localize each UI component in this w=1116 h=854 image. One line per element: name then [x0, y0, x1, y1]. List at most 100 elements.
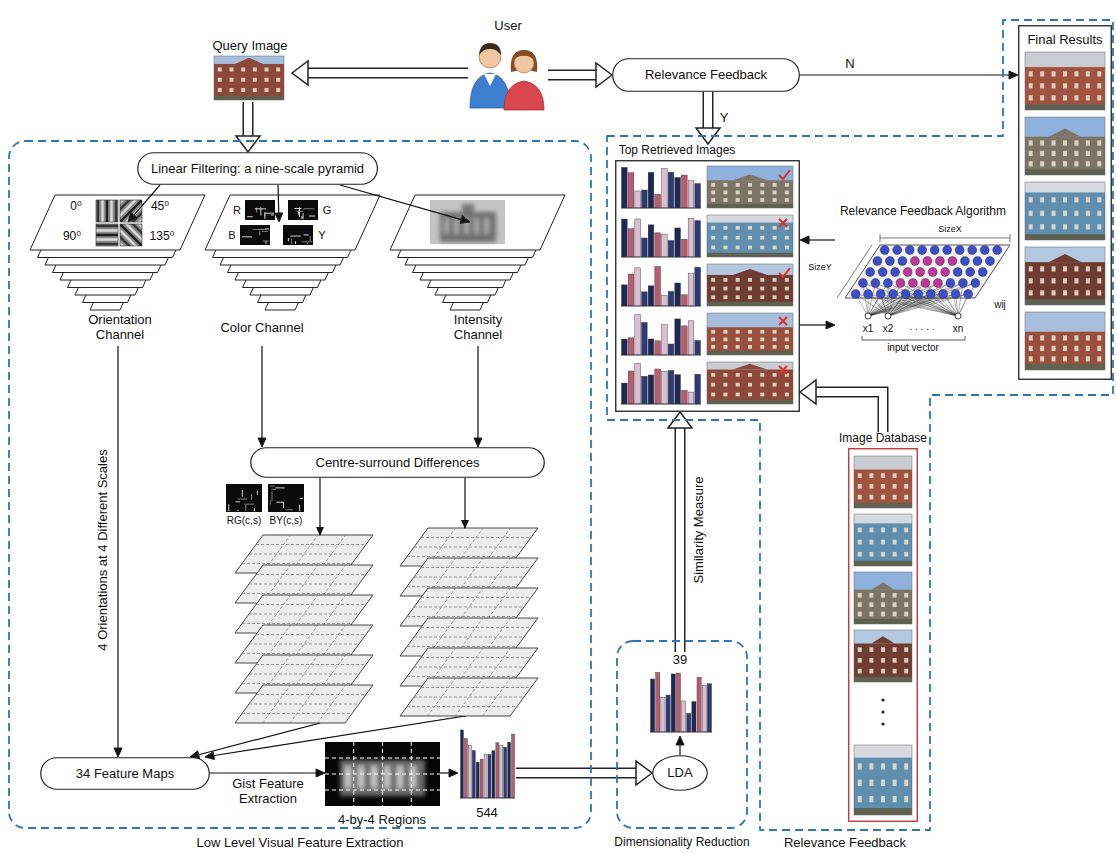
photo-window	[1029, 197, 1033, 202]
photo-window	[869, 658, 873, 663]
photo-window	[1086, 266, 1090, 271]
grid-line	[414, 637, 524, 638]
photo-window	[1040, 224, 1044, 229]
photo-window	[858, 602, 862, 607]
arrow-shaft-inner	[704, 92, 712, 129]
arrow-head	[449, 769, 458, 777]
histogram-bar	[648, 339, 654, 355]
photo-frame	[854, 456, 912, 508]
gabor-stripe	[96, 225, 118, 227]
photo-window	[276, 78, 280, 82]
photo-window	[711, 190, 715, 194]
photo-window	[265, 88, 269, 92]
histogram-bar	[622, 339, 628, 355]
photo-window	[1040, 335, 1044, 340]
weight-line	[868, 283, 875, 316]
photo-window	[760, 287, 764, 291]
arrow-head	[461, 520, 469, 529]
photo	[854, 745, 912, 815]
photo-window	[785, 183, 789, 187]
photo-window	[1052, 346, 1056, 351]
cross-mark	[779, 317, 787, 325]
annotation-label: G	[323, 204, 332, 217]
photo-window	[748, 337, 752, 341]
photo-window	[736, 345, 740, 349]
photo-window	[869, 593, 873, 598]
photo-frame	[1025, 182, 1105, 240]
feature-edge	[237, 510, 238, 511]
photo-window	[1052, 140, 1056, 145]
histogram-bar	[682, 701, 686, 732]
arrow-shaft-outline	[516, 768, 637, 779]
ellipsis-dot	[881, 710, 884, 713]
photo-window	[265, 78, 269, 82]
photo-window	[869, 528, 873, 533]
photo-frame	[854, 514, 912, 566]
feature-image	[245, 200, 275, 220]
photo-window	[711, 183, 715, 187]
photo-building	[854, 644, 912, 682]
gabor-stripe	[120, 224, 142, 246]
som-neuron	[966, 268, 975, 277]
photo-window	[1097, 161, 1101, 166]
feature-image	[288, 200, 318, 220]
som-neuron	[903, 268, 912, 277]
photo-window	[1052, 335, 1056, 340]
arrow-shaft-outline	[675, 427, 686, 652]
som-neuron	[914, 290, 923, 299]
arrow-shaft-outline	[243, 102, 254, 137]
som-neuron	[921, 279, 930, 288]
weight-line	[888, 283, 975, 316]
photo-window	[773, 373, 777, 377]
photo-ground	[854, 677, 912, 682]
photo-window	[760, 246, 764, 250]
histogram-bar	[675, 375, 681, 404]
photo-window	[858, 495, 862, 500]
annotation-label: BY(c,s)	[270, 515, 303, 527]
histogram-bar	[707, 684, 711, 732]
photo-window	[785, 393, 789, 397]
photo-window	[904, 763, 908, 769]
photo-window	[904, 528, 908, 533]
hollow-arrow	[800, 380, 883, 432]
histogram-bar	[695, 374, 701, 404]
photo-gable	[871, 636, 894, 643]
weight-line	[958, 283, 975, 316]
annotation-label: SizeY	[808, 262, 832, 272]
gabor-frame	[96, 224, 118, 246]
photo-window	[748, 383, 752, 387]
photo-window	[1074, 224, 1078, 229]
cross-mark	[779, 317, 787, 325]
feature-image-ground	[268, 484, 304, 512]
photo-window	[773, 278, 777, 282]
feature-histogram: 39	[645, 652, 715, 736]
feature-image: 4-by-4 Regions	[325, 742, 440, 828]
photo-window	[869, 552, 873, 557]
panel-border	[616, 161, 800, 412]
process-box: 34 Feature Maps	[40, 757, 210, 790]
gabor-stripe	[101, 200, 103, 222]
photo-window	[773, 383, 777, 387]
feature-edge	[254, 508, 255, 511]
photo-ground	[707, 204, 793, 208]
photo-sky	[707, 313, 793, 355]
feature-image	[240, 225, 270, 245]
photo-window	[736, 226, 740, 230]
user-hair	[479, 43, 501, 55]
input-bracket	[862, 336, 965, 340]
dimension-line	[880, 238, 1010, 239]
cross-mark	[779, 366, 787, 374]
box-border	[251, 448, 545, 478]
photo-window	[723, 236, 727, 240]
histogram-bar	[480, 759, 483, 798]
feature-edge	[247, 216, 253, 217]
annotation-label: wij	[994, 299, 1006, 311]
gabor-stripe	[96, 234, 118, 236]
histogram-bar	[671, 674, 675, 732]
photo-window	[1029, 278, 1033, 283]
node-text: 34 Feature Maps	[76, 766, 174, 781]
histogram-bar	[695, 267, 701, 306]
histogram-bar	[695, 221, 701, 257]
photo-window	[1029, 95, 1033, 100]
process-box: Centre-surround Differences	[250, 447, 545, 478]
